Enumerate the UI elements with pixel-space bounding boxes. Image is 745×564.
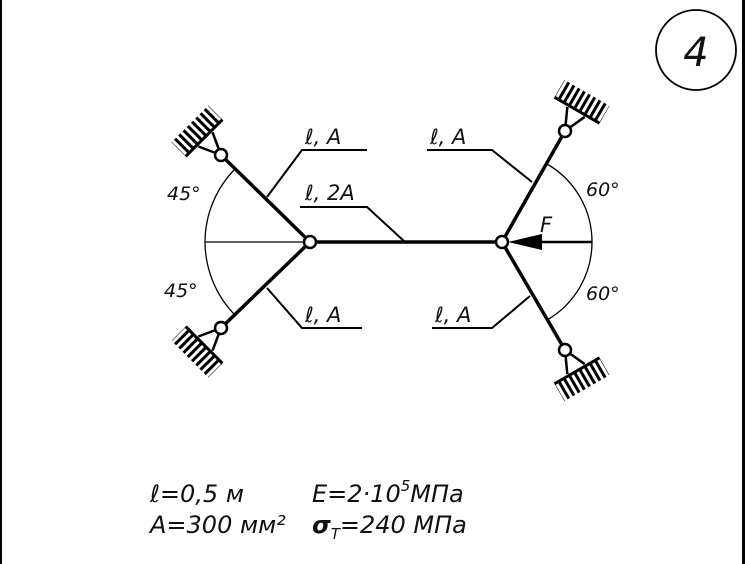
- angle-dimensions: [204, 163, 593, 321]
- bar-right-lower: [500, 241, 567, 351]
- bars: [219, 130, 567, 351]
- given-modulus: E=2·105МПа: [312, 477, 464, 508]
- given-length: ℓ=0,5 м: [149, 480, 244, 508]
- angle-left-lower: 45°: [164, 280, 198, 302]
- given-data: ℓ=0,5 м A=300 мм² E=2·105МПа σT=240 МПа: [148, 477, 467, 543]
- label-right-lower: ℓ, A: [434, 303, 471, 327]
- support-right-upper: [540, 78, 612, 146]
- angle-right-upper: 60°: [586, 179, 620, 201]
- svg-text:4: 4: [683, 30, 708, 76]
- bar-left-lower: [219, 240, 312, 330]
- label-left-upper: ℓ, A: [304, 125, 341, 149]
- force-arrow: [508, 234, 592, 250]
- label-middle: ℓ, 2A: [304, 181, 355, 205]
- problem-number-badge: 4: [655, 9, 737, 91]
- angle-left-upper: 45°: [167, 183, 201, 205]
- pins: [213, 123, 573, 358]
- leader-lines: [266, 149, 533, 329]
- force-label: F: [540, 213, 553, 237]
- given-area: A=300 мм²: [148, 511, 286, 539]
- given-yield-stress: σT=240 МПа: [312, 511, 467, 543]
- support-right-lower: [540, 335, 612, 403]
- angle-right-lower: 60°: [586, 283, 620, 305]
- label-right-upper: ℓ, A: [429, 125, 466, 149]
- label-left-lower: ℓ, A: [304, 303, 341, 327]
- bar-right-upper: [500, 130, 567, 243]
- bar-left-upper: [219, 153, 312, 244]
